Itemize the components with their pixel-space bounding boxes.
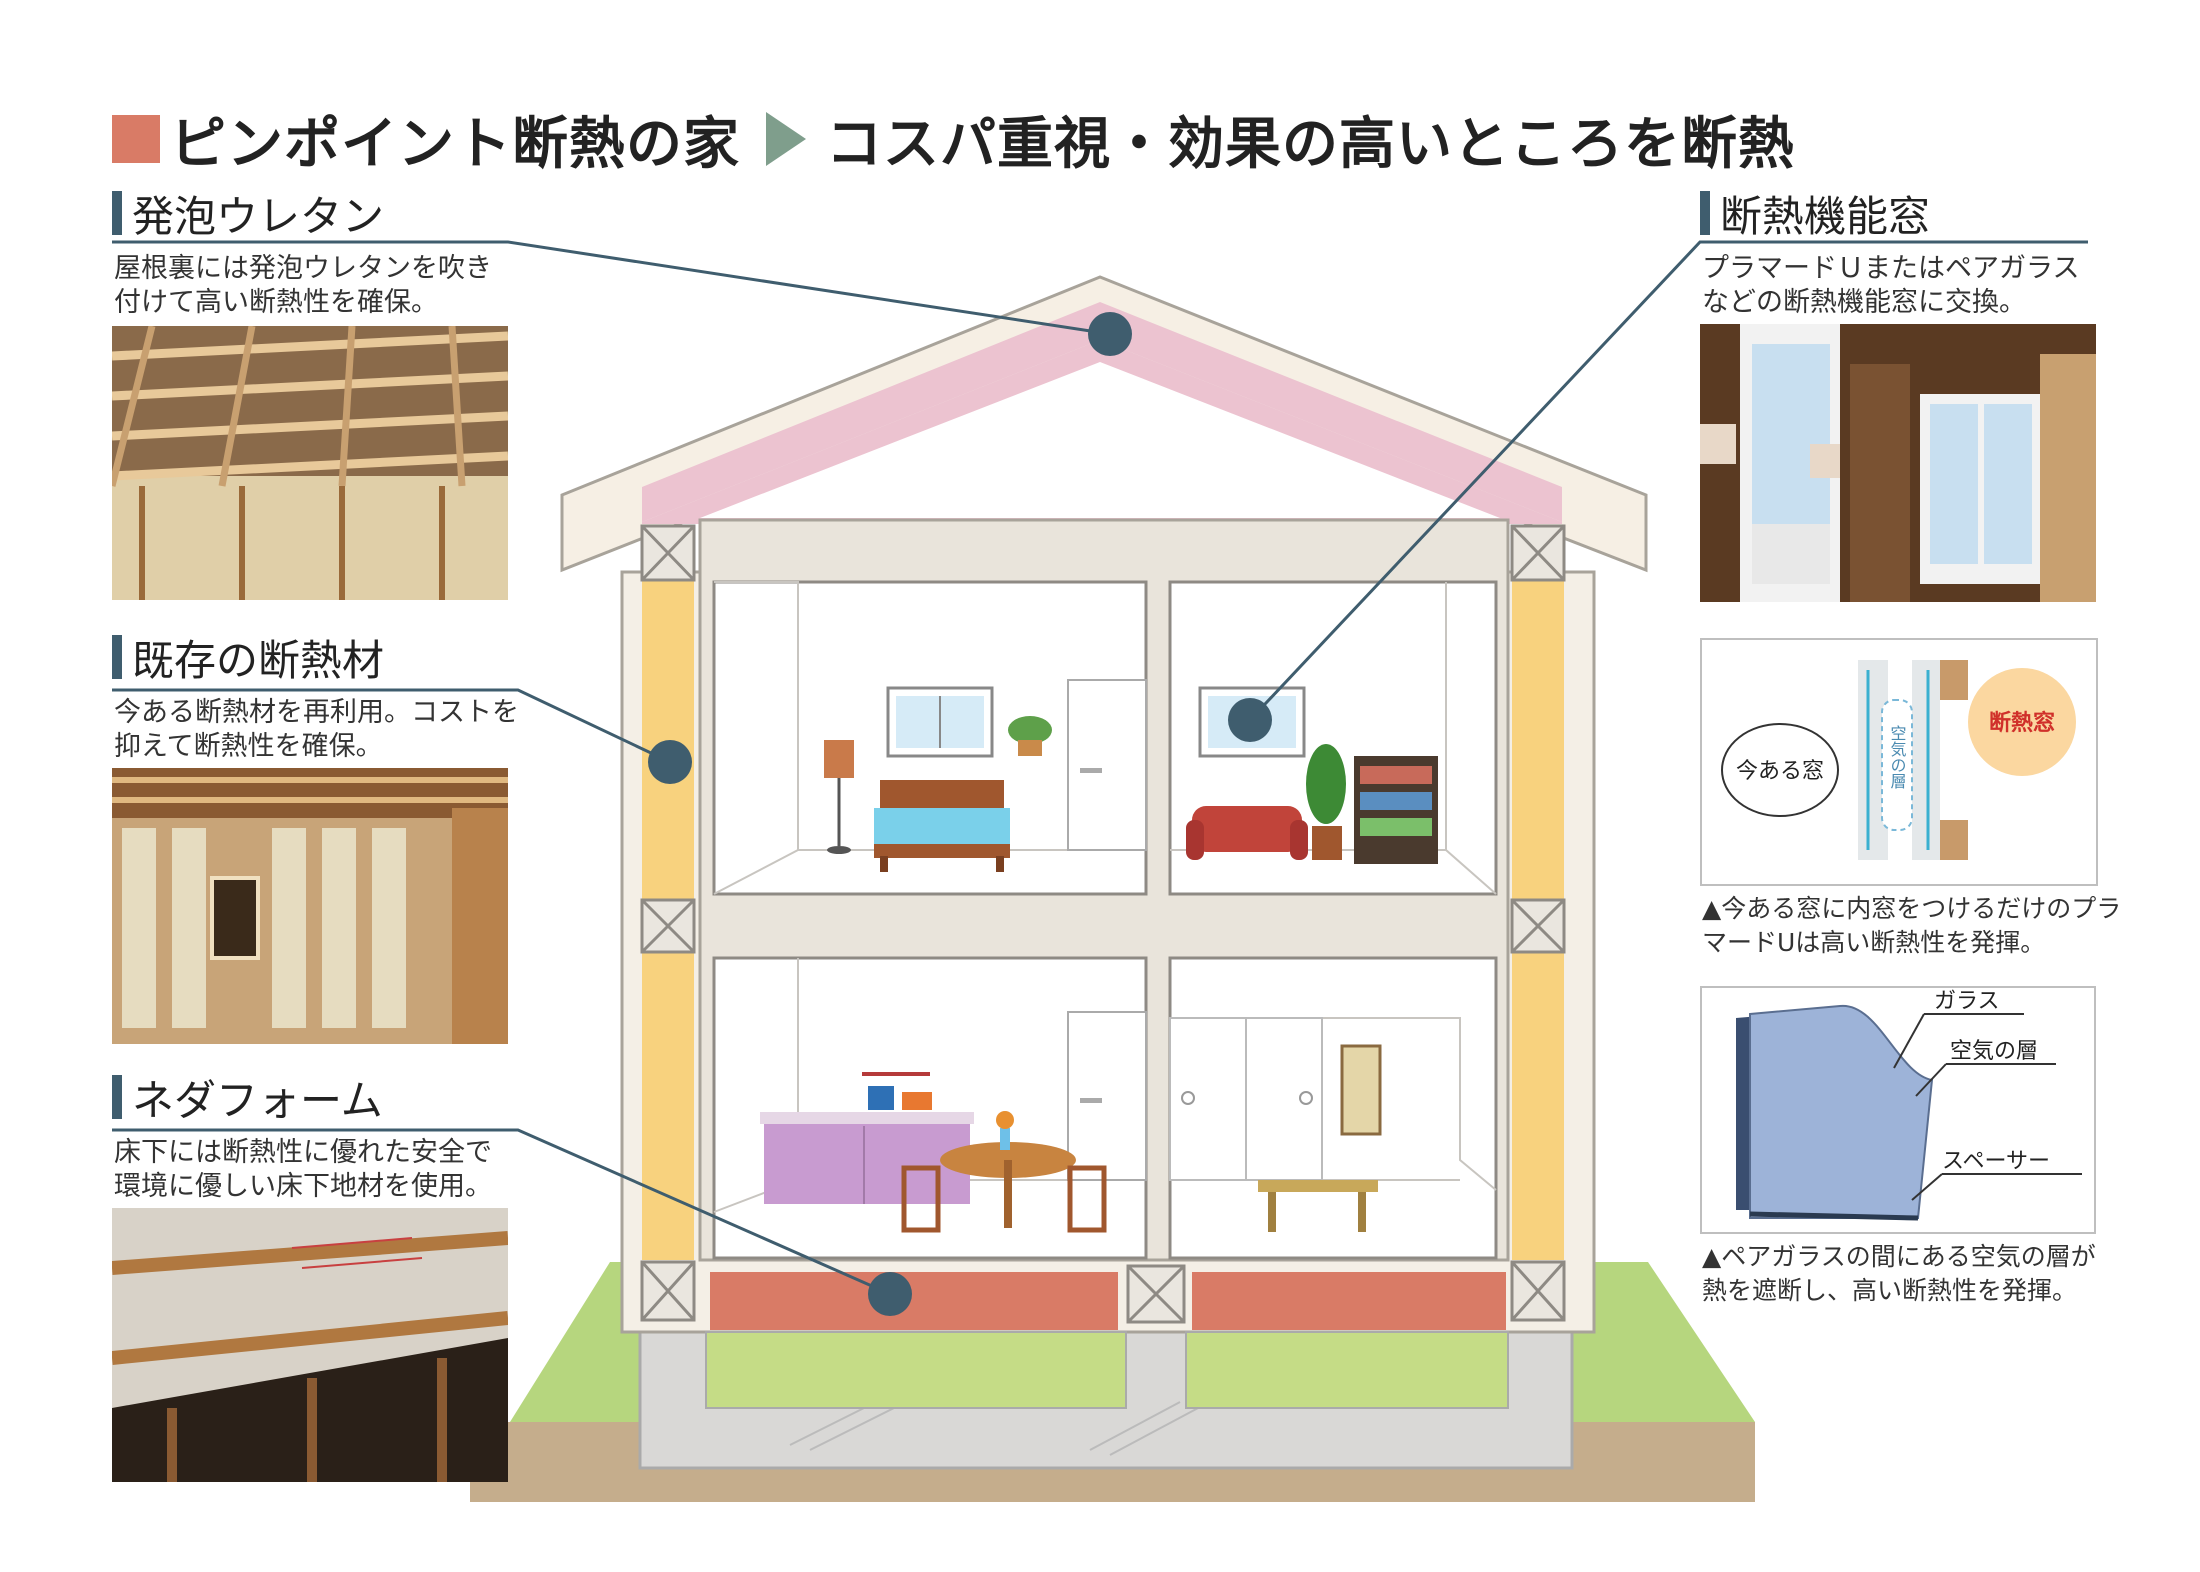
crawlspace-left <box>705 1331 1127 1409</box>
insulated-window-title: 断熱機能窓 <box>1720 191 1931 241</box>
roof <box>560 275 1648 573</box>
existing-desc-line1: 今ある断熱材を再利用。コストを <box>114 697 519 728</box>
insulated-window-description: プラマードＵまたはペアガラス などの断熱機能窓に交換。 <box>1702 252 2079 320</box>
floor-insulation-left <box>710 1272 1118 1330</box>
pair-glass-caption-line2: 熱を遮断し、高い断熱性を発揮。 <box>1702 1276 2078 1305</box>
urethane-desc-line2: 付けて高い断熱性を確保。 <box>114 287 438 318</box>
existing-desc-line2: 抑えて断熱性を確保。 <box>114 731 383 762</box>
window-desc-line1: プラマードＵまたはペアガラス <box>1702 253 2080 284</box>
glass-label: ガラス <box>1934 989 2000 1014</box>
urethane-heading: 発泡ウレタン <box>112 188 384 241</box>
existing-insulation-heading: 既存の断熱材 <box>112 632 384 685</box>
attic-area <box>642 340 1562 524</box>
heading-bar <box>1700 191 1710 235</box>
roof-insulation <box>642 302 1562 522</box>
inner-window-caption: ▲今ある窓に内窓をつけるだけのプラ マードUは高い断熱性を発揮。 <box>1702 892 2121 960</box>
title-arrow-icon <box>766 112 806 166</box>
room-japanese <box>1168 956 1498 1260</box>
pair-glass-diagram: ガラス 空気の層 スペーサー <box>1700 986 2096 1234</box>
air-layer-label: 空気の層 <box>1950 1039 2038 1064</box>
heading-bar <box>112 1075 122 1119</box>
page-subtitle: コスパ重視・効果の高いところを断熱 <box>826 111 1795 177</box>
pair-glass-caption-line1: ▲ペアガラスの間にある空気の層が <box>1702 1242 2096 1271</box>
wall-insulation-left <box>642 580 694 900</box>
spacer-label: スペーサー <box>1942 1149 2050 1174</box>
wall-insulation-right <box>1512 580 1564 900</box>
ground-lawn <box>510 1262 1755 1422</box>
ground-soil <box>470 1422 1755 1502</box>
inner-window-caption-line1: ▲今ある窓に内窓をつけるだけのプラ <box>1702 894 2122 923</box>
insulated-window-photo <box>1700 324 2096 602</box>
urethane-marker <box>1088 312 1132 356</box>
window-desc-line2: などの断熱機能窓に交換。 <box>1702 287 2026 318</box>
window-marker <box>1228 698 1272 742</box>
existing-insulation-marker <box>648 740 692 784</box>
wall-insulation-right-lower <box>1512 952 1564 1260</box>
urethane-desc-line1: 屋根裏には発泡ウレタンを吹き <box>114 253 492 284</box>
beam-blocks <box>640 524 1566 1324</box>
existing-insulation-photo <box>112 768 508 1044</box>
urethane-photo <box>112 326 508 600</box>
inner-frame <box>698 518 1510 1262</box>
crawlspace-right <box>1185 1331 1509 1409</box>
inner-window-caption-line2: マードUは高い断熱性を発揮。 <box>1702 928 2046 957</box>
living-furniture <box>1186 686 1438 864</box>
air-layer-vertical-label: 空気の層 <box>1888 725 1907 789</box>
insulated-window-heading: 断熱機能窓 <box>1700 188 1930 241</box>
kitchen-furniture <box>760 1011 1147 1233</box>
page-title: ピンポイント断熱の家 <box>170 111 740 177</box>
insulated-window-label: 断熱窓 <box>1989 710 2055 736</box>
nedafoam-marker <box>868 1272 912 1316</box>
inner-window-diagram: 空気の層 今ある窓 断熱窓 <box>1700 638 2098 886</box>
urethane-title: 発泡ウレタン <box>132 191 385 241</box>
nedafoam-photo <box>112 1208 508 1482</box>
page-title-row: ピンポイント断熱の家 コスパ重視・効果の高いところを断熱 <box>112 104 1795 177</box>
heading-bar <box>112 191 122 235</box>
nedafoam-heading: ネダフォーム <box>112 1072 383 1125</box>
title-accent-square <box>112 115 160 163</box>
floor-insulation-right <box>1192 1272 1506 1330</box>
nedafoam-desc-line1: 床下には断熱性に優れた安全で <box>114 1137 492 1168</box>
foundation <box>638 1328 1574 1470</box>
urethane-description: 屋根裏には発泡ウレタンを吹き 付けて高い断熱性を確保。 <box>114 252 492 320</box>
nedafoam-title: ネダフォーム <box>132 1075 383 1125</box>
room-living <box>1168 580 1498 896</box>
nedafoam-desc-line2: 環境に優しい床下地材を使用。 <box>114 1171 492 1202</box>
house-outer-wall <box>620 570 1596 1334</box>
attic-inner <box>700 362 1500 518</box>
nedafoam-description: 床下には断熱性に優れた安全で 環境に優しい床下地材を使用。 <box>114 1136 492 1204</box>
room-kitchen <box>712 956 1148 1260</box>
wall-insulation-left-lower <box>642 952 694 1260</box>
heading-bar <box>112 635 122 679</box>
leader-dots <box>648 312 1272 1316</box>
existing-window-label: 今ある窓 <box>1736 759 1824 784</box>
existing-insulation-description: 今ある断熱材を再利用。コストを 抑えて断熱性を確保。 <box>114 696 519 764</box>
japanese-room-furniture <box>1169 1017 1382 1232</box>
existing-insulation-title: 既存の断熱材 <box>132 635 385 685</box>
room-bedroom <box>712 580 1148 896</box>
bedroom-furniture <box>824 679 1147 872</box>
pair-glass-caption: ▲ペアガラスの間にある空気の層が 熱を遮断し、高い断熱性を発揮。 <box>1702 1240 2096 1308</box>
rooms <box>712 580 1498 1260</box>
